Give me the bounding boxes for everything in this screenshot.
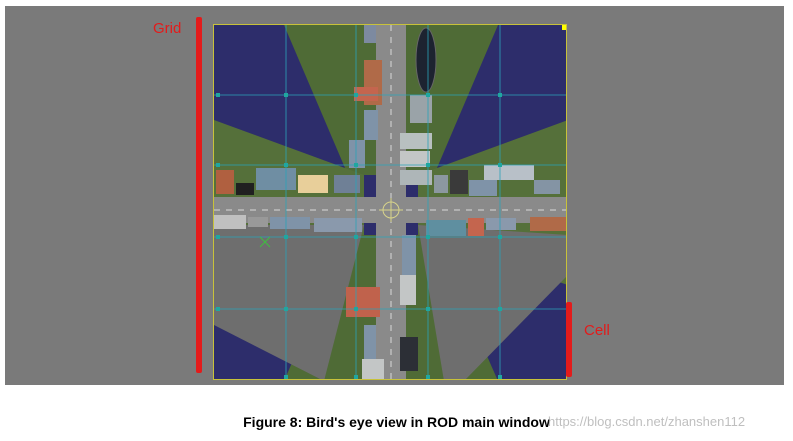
building bbox=[270, 217, 310, 229]
building bbox=[236, 183, 254, 195]
birds-eye-map[interactable] bbox=[213, 24, 567, 380]
building bbox=[364, 110, 378, 140]
pavement-southeast bbox=[418, 225, 566, 379]
building bbox=[334, 175, 360, 193]
cell-annotation-bar bbox=[566, 302, 572, 377]
building bbox=[400, 170, 432, 185]
building bbox=[216, 170, 234, 194]
building bbox=[400, 133, 432, 149]
building bbox=[362, 359, 384, 379]
watermark: https://blog.csdn.net/zhanshen112 bbox=[548, 414, 746, 429]
building bbox=[402, 235, 416, 275]
cross-marker bbox=[259, 236, 271, 248]
building bbox=[426, 220, 466, 236]
building bbox=[484, 165, 534, 180]
grid-annotation-label: Grid bbox=[153, 20, 182, 37]
building bbox=[346, 287, 380, 317]
building bbox=[214, 215, 246, 229]
pavement-southwest bbox=[214, 225, 364, 379]
building bbox=[298, 175, 328, 193]
building bbox=[400, 151, 430, 167]
grid-lines bbox=[214, 25, 566, 379]
grid-nodes bbox=[216, 93, 502, 379]
figure-caption: Figure 8: Bird's eye view in ROD main wi… bbox=[243, 414, 550, 430]
building bbox=[468, 218, 484, 236]
building bbox=[400, 275, 416, 305]
building bbox=[434, 175, 448, 193]
building bbox=[410, 95, 432, 123]
pond bbox=[415, 27, 437, 93]
resize-handle[interactable] bbox=[562, 25, 567, 30]
building bbox=[354, 87, 378, 101]
building bbox=[469, 180, 497, 196]
building bbox=[364, 325, 376, 365]
grid-annotation-bar bbox=[196, 17, 202, 373]
map-canvas[interactable] bbox=[214, 25, 567, 380]
building bbox=[248, 217, 268, 227]
map-viewport[interactable] bbox=[5, 6, 784, 385]
building bbox=[364, 25, 376, 43]
building bbox=[256, 168, 296, 190]
building bbox=[450, 170, 468, 194]
building bbox=[486, 218, 516, 230]
building bbox=[314, 218, 362, 232]
building bbox=[349, 140, 365, 168]
cell-annotation-label: Cell bbox=[584, 322, 610, 339]
building bbox=[530, 217, 566, 231]
building bbox=[400, 337, 418, 371]
building bbox=[534, 180, 560, 194]
